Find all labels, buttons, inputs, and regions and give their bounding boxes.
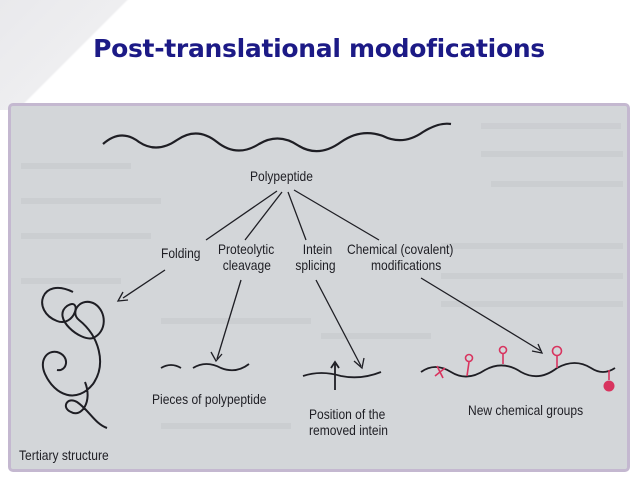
intein-removed-chain [302,360,382,390]
slide-corner-decoration [0,0,170,110]
background-texture [21,123,623,429]
outcome-label-intein-line2: removed intein [309,422,388,438]
polypeptide-chain [102,122,452,153]
branch-lines [205,189,380,241]
polypeptide-pieces [160,363,250,372]
diagram-figure: Polypeptide Folding Proteolytic cleavage… [8,103,630,472]
branch-label-chemical-line1: Chemical (covalent) [347,241,454,257]
modified-chain [420,362,616,378]
chemical-groups [434,345,610,380]
branch-label-intein-line2: splicing [295,257,336,273]
outcome-label-pieces: Pieces of polypeptide [152,391,267,407]
diagram-drawing [21,122,623,429]
outcome-label-chemical: New chemical groups [468,402,584,418]
branch-label-folding: Folding [161,245,201,261]
chemical-group-filled [603,380,615,392]
outcome-label-intein-line1: Position of the [309,406,386,422]
branch-label-proteolytic-line1: Proteolytic [218,241,275,257]
outcome-arrows [116,269,544,370]
branch-label-intein-line1: Intein [302,241,333,257]
branch-label-proteolytic-line2: cleavage [222,257,271,273]
outcome-label-tertiary: Tertiary structure [19,447,109,463]
root-label: Polypeptide [250,168,313,184]
slide-title: Post-translational modofications [93,34,545,63]
tertiary-structure-fold [41,286,108,429]
branch-label-chemical-line2: modifications [371,257,442,273]
